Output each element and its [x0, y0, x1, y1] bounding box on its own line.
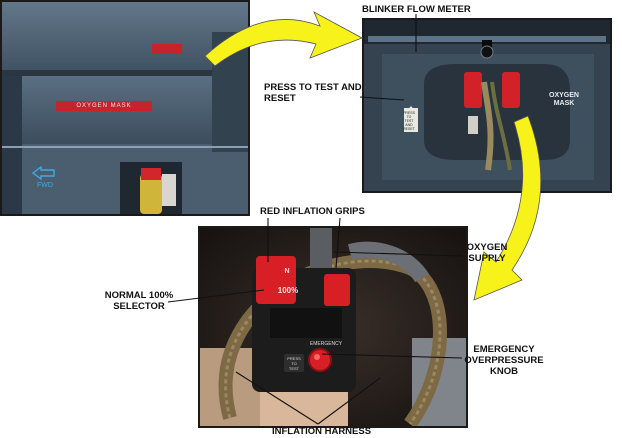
oxygen-supply-label: OXYGEN SUPPLY [466, 242, 508, 264]
normal-100-selector-label: NORMAL 100% SELECTOR [104, 290, 174, 312]
blinker-flow-meter-label: BLINKER FLOW METER [362, 4, 471, 15]
oxygen-mask-label: OXYGEN MASK [549, 92, 579, 107]
emergency-text: EMERGENCY [309, 341, 343, 347]
selector-100-text: 100% [277, 286, 299, 295]
cabin-panel-photo: OXYGEN MASK FWD [0, 0, 250, 216]
mask-press-to-test-text: PRESS TO TEST [287, 356, 301, 371]
inflation-harness-label: INFLATION HARNESS [272, 426, 372, 437]
forward-arrow-icon [32, 166, 56, 180]
emergency-overpressure-knob-label: EMERGENCY OVERPRESSURE KNOB [464, 344, 544, 377]
grip-n-label: N [284, 268, 290, 275]
mask-drawing [200, 228, 466, 426]
red-inflation-grips-label: RED INFLATION GRIPS [260, 206, 365, 217]
compartment-press-to-test-text: PRESS TO TEST AND RESET [403, 111, 415, 131]
mask-compartment-photo: OXYGEN MASK PRESS TO TEST AND RESET [362, 18, 612, 193]
press-to-test-and-reset-label: PRESS TO TEST AND RESET [264, 82, 362, 104]
fwd-label: FWD [37, 182, 53, 189]
oxygen-mask-placard: OXYGEN MASK [56, 101, 152, 111]
oxygen-mask-closeup-photo: N 100% EMERGENCY PRESS TO TEST [198, 226, 468, 428]
